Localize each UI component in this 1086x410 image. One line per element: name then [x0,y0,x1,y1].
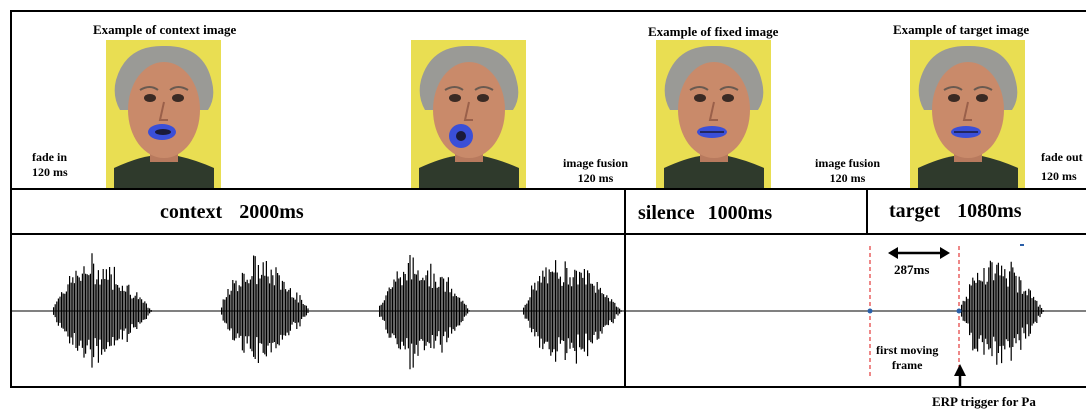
speech-burst-3 [379,255,470,370]
image-fusion-2-time: 120 ms [829,171,866,185]
caption-context-image: Example of context image [93,22,237,37]
context-phase-label: context 2000ms [160,201,304,224]
context-phase-duration: 2000ms [239,201,304,223]
caption-target-image: Example of target image [893,22,1030,37]
speech-bursts [53,253,1044,370]
face-illustration-4 [918,45,1018,188]
erp-trigger-label: ERP trigger for Pa [932,394,1036,409]
speech-burst-2 [221,255,311,363]
speech-burst-5 [961,260,1044,365]
context-silence-divider [624,188,626,388]
caption-fixed-image: Example of fixed image [648,24,779,39]
speech-burst-4 [523,260,622,364]
target-phase-duration: 1080ms [957,200,1022,222]
context-face-image-2 [411,40,526,188]
fade-out-time: 120 ms [1041,169,1077,183]
fade-in-text: fade in [32,150,68,164]
double-arrow-icon [888,247,950,259]
image-fusion-1-time: 120 ms [577,171,614,185]
image-fusion-1-text: image fusion [563,156,629,170]
image-fusion-2-text: image fusion [815,156,881,170]
fade-out-text: fade out [1041,150,1083,164]
face-illustration-3 [664,45,764,188]
audio-waveform [12,244,1086,386]
trigger-arrow-head [954,364,966,376]
fixed-face-image [656,40,771,188]
target-phase-label: target 1080ms [889,200,1022,223]
interval-label: 287ms [894,262,930,277]
first-moving-frame-line1: first moving [876,343,939,357]
silence-phase-duration: 1000ms [707,202,773,224]
target-face-image [910,40,1025,188]
diagram-frame [10,10,1086,388]
image-fusion-1-label: image fusion 120 ms [563,156,628,186]
context-face-image-1 [106,40,221,188]
speech-burst-1 [53,253,152,368]
silence-phase-label: silence 1000ms [638,202,772,225]
onset-dot [867,308,873,314]
image-fusion-2-label: image fusion 120 ms [815,156,880,186]
trigger-dot [956,308,962,314]
top-row-divider [10,188,1086,190]
silence-target-divider [866,188,868,233]
middle-row-divider [10,233,1086,235]
fade-in-label: fade in 120 ms [32,150,68,180]
context-phase-name: context [160,201,223,223]
fade-out-label: fade out 120 ms [1041,150,1083,184]
fade-in-time: 120 ms [32,165,68,179]
silence-phase-name: silence [638,202,695,224]
first-moving-frame-label: first moving frame [876,343,938,373]
target-phase-name: target [889,200,941,222]
face-illustration-1 [114,45,214,188]
face-illustration-2 [419,45,519,188]
first-moving-frame-line2: frame [891,358,923,372]
